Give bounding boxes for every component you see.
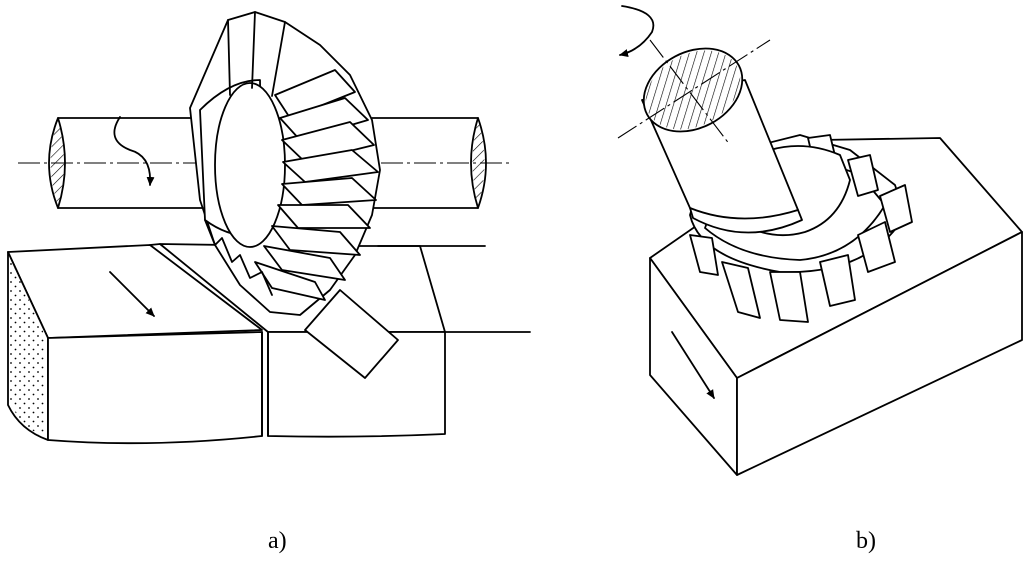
caption-b: b) <box>856 528 876 554</box>
caption-a: a) <box>268 528 287 554</box>
diagram-b <box>617 5 1023 476</box>
cutter-shank-b <box>617 39 803 234</box>
angle-cutter-a <box>189 11 381 316</box>
rotation-arrow-icon <box>113 116 155 186</box>
feed-arrow-icon <box>109 271 155 317</box>
workpiece-block-a <box>7 243 531 445</box>
cutter-teeth-a <box>254 69 379 301</box>
feed-arrow-icon <box>671 331 715 399</box>
rotation-arrow-icon <box>619 5 655 57</box>
diagram-a <box>7 11 531 445</box>
cut-chip-a <box>304 289 399 379</box>
